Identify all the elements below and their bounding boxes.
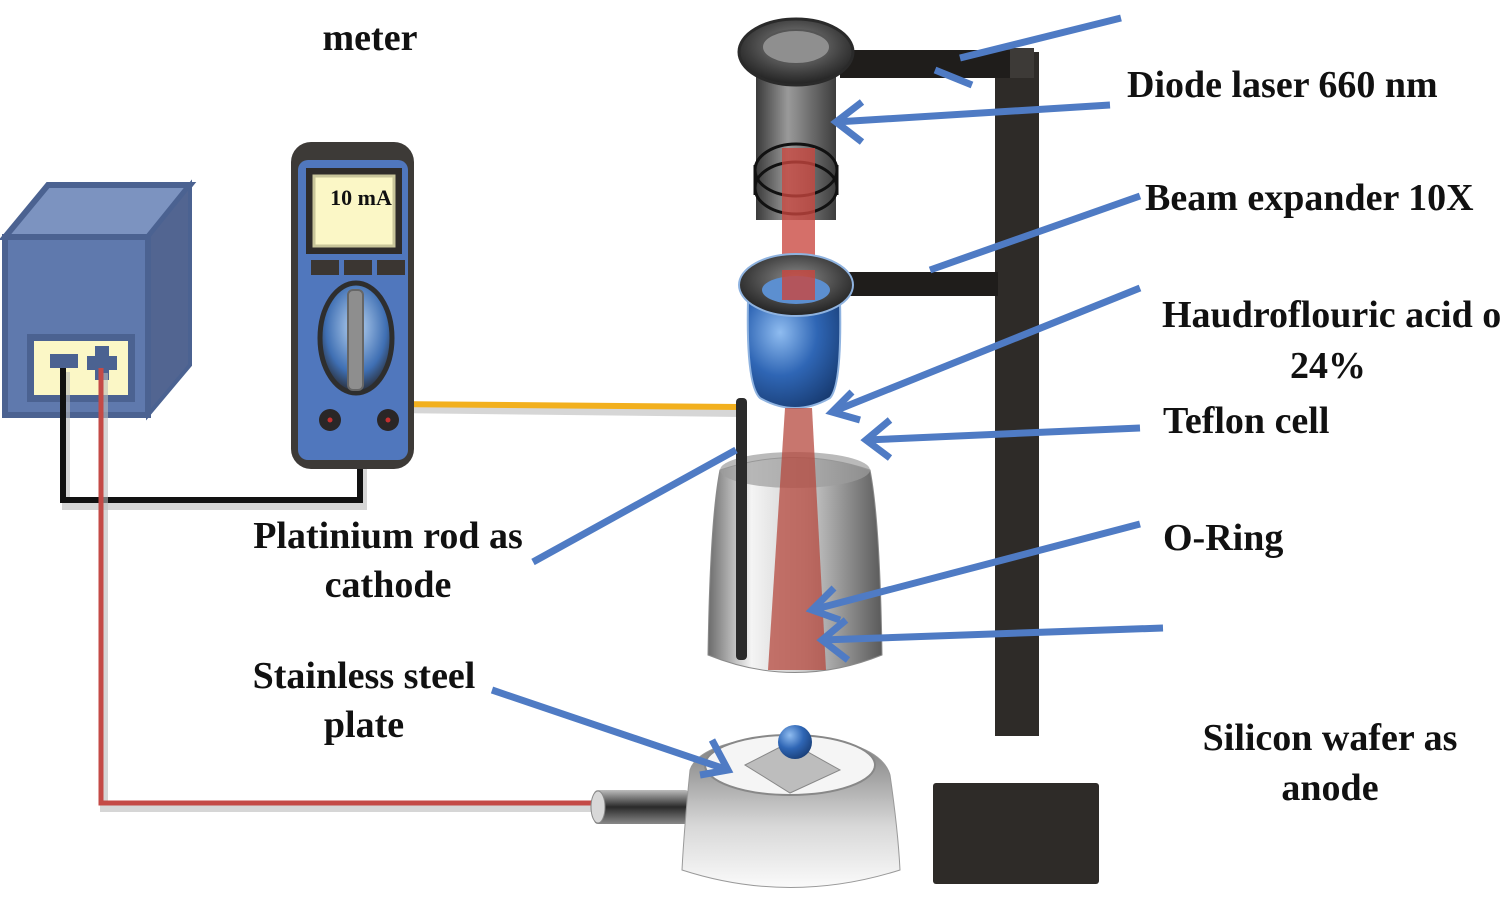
arrow-diode-laser-upper — [959, 14, 1122, 62]
laser-beam-in-expander — [782, 270, 815, 300]
platinum-rod — [736, 398, 747, 660]
ma-jack-dot — [385, 417, 391, 423]
positive-wire-shadow — [100, 373, 601, 812]
callout-arrows — [490, 14, 1164, 779]
label-diode-laser: Diode laser 660 nm — [1127, 64, 1438, 106]
meter-button-2 — [344, 260, 372, 275]
label-o-ring: O-Ring — [1163, 517, 1283, 559]
arrow-beam-expander — [928, 192, 1142, 274]
silicon-wafer — [933, 783, 1099, 884]
arrow-stainless-steel — [490, 686, 730, 774]
expander-cup — [746, 299, 842, 409]
arrow-hf-acid — [830, 284, 1142, 416]
negative-terminal-icon — [50, 354, 78, 368]
arrow-diode-laser — [835, 101, 1111, 126]
laser-beam-cone — [768, 408, 826, 670]
arrow-platinum-rod — [531, 446, 738, 566]
labels: Diode laser 660 nm Beam expander 10X Hau… — [253, 64, 1501, 809]
meter-wire-shadow — [389, 405, 743, 417]
label-hf-acid-line2: 24% — [1290, 345, 1366, 387]
meter-button-3 — [377, 260, 405, 275]
multimeter: 10 mA — [291, 142, 414, 469]
arrow-o-ring — [811, 520, 1141, 614]
diode-laser — [737, 17, 855, 220]
label-hf-acid-line1: Haudroflouric acid of — [1162, 294, 1501, 336]
meter-label: meter — [323, 17, 418, 59]
positive-wire — [98, 368, 598, 806]
teflon-cell — [707, 398, 883, 673]
sample-holder — [590, 725, 901, 888]
laser-ring-inner — [761, 29, 831, 65]
label-silicon-line2: anode — [1281, 767, 1378, 809]
stand-pole — [995, 52, 1039, 736]
label-stainless-line1: Stainless steel — [253, 655, 476, 697]
wires — [60, 368, 743, 812]
stand — [840, 48, 1039, 736]
display-screen — [312, 174, 396, 248]
expander-arm — [848, 272, 998, 296]
com-jack-dot — [327, 417, 333, 423]
arrow-teflon-cell — [865, 424, 1141, 444]
label-platinum-line1: Platinium rod as — [253, 515, 523, 557]
label-beam-expander: Beam expander 10X — [1145, 177, 1474, 219]
stainless-steel-plate — [743, 741, 842, 794]
meter-wire — [387, 401, 741, 410]
arrowhead-hf-acid — [825, 389, 861, 424]
meter-reading: 10 mA — [330, 185, 392, 210]
label-silicon-line1: Silicon wafer as — [1203, 717, 1458, 759]
arrowhead-stainless-steel — [699, 738, 734, 779]
arrow-diode-laser-tail — [933, 66, 974, 89]
plug-end — [590, 790, 606, 824]
label-teflon-cell: Teflon cell — [1163, 400, 1329, 442]
label-platinum-line2: cathode — [325, 564, 452, 606]
dial-knob — [347, 289, 364, 391]
arrowhead-o-ring — [805, 585, 842, 624]
arrowhead-silicon-wafer — [816, 617, 851, 663]
beam-expander — [738, 253, 854, 409]
label-stainless-line2: plate — [324, 704, 404, 746]
arrowhead-diode-laser — [830, 99, 865, 145]
arrow-silicon-wafer — [821, 624, 1164, 644]
arrowhead-teflon-cell — [860, 417, 893, 461]
meter-button-1 — [311, 260, 339, 275]
positive-terminal-icon — [87, 346, 117, 380]
holder-plug — [594, 790, 689, 824]
power-supply — [0, 179, 197, 421]
o-ring-seal — [778, 725, 812, 759]
